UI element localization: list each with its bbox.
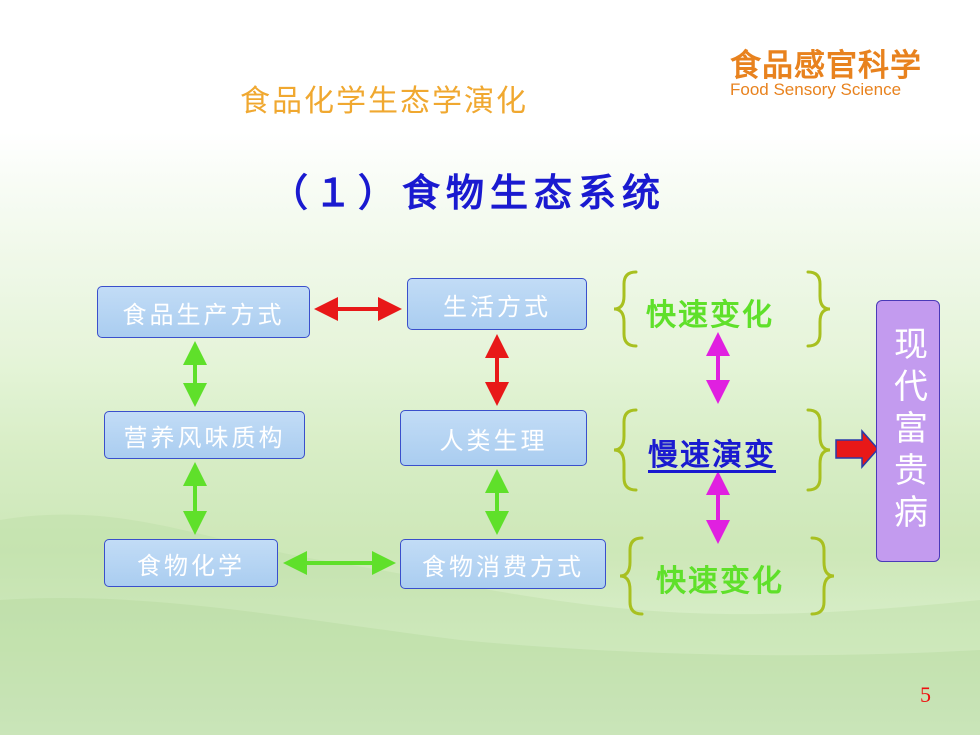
block-arrow-to-outcome xyxy=(835,429,880,469)
logo-english: Food Sensory Science xyxy=(730,80,902,99)
section-subtitle: （１）食物生态系统 xyxy=(270,170,667,215)
brace-left-mid xyxy=(613,408,638,492)
brace-right-mid xyxy=(806,408,831,492)
box-nutrition-flavor: 营养风味质构 xyxy=(104,411,305,459)
box-food-production: 食品生产方式 xyxy=(97,286,310,338)
box-food-consumption: 食物消费方式 xyxy=(400,539,606,589)
brace-right-bottom xyxy=(810,536,835,616)
speed-label-fast-top: 快速变化 xyxy=(646,298,774,333)
brace-left-top xyxy=(613,270,638,348)
speed-label-fast-bottom: 快速变化 xyxy=(656,564,784,599)
box-human-physiology: 人类生理 xyxy=(400,410,587,466)
page-number: 5 xyxy=(920,682,931,707)
speed-label-slow[interactable]: 慢速演变 xyxy=(648,438,776,473)
outcome-box: 现代富贵病 xyxy=(876,300,940,562)
brace-left-bottom xyxy=(619,536,644,616)
logo-chinese: 食品感官科学 xyxy=(730,48,922,84)
box-lifestyle: 生活方式 xyxy=(407,278,587,330)
box-food-chemistry: 食物化学 xyxy=(104,539,278,587)
slide-title: 食品化学生态学演化 xyxy=(240,84,528,119)
brace-right-top xyxy=(806,270,831,348)
